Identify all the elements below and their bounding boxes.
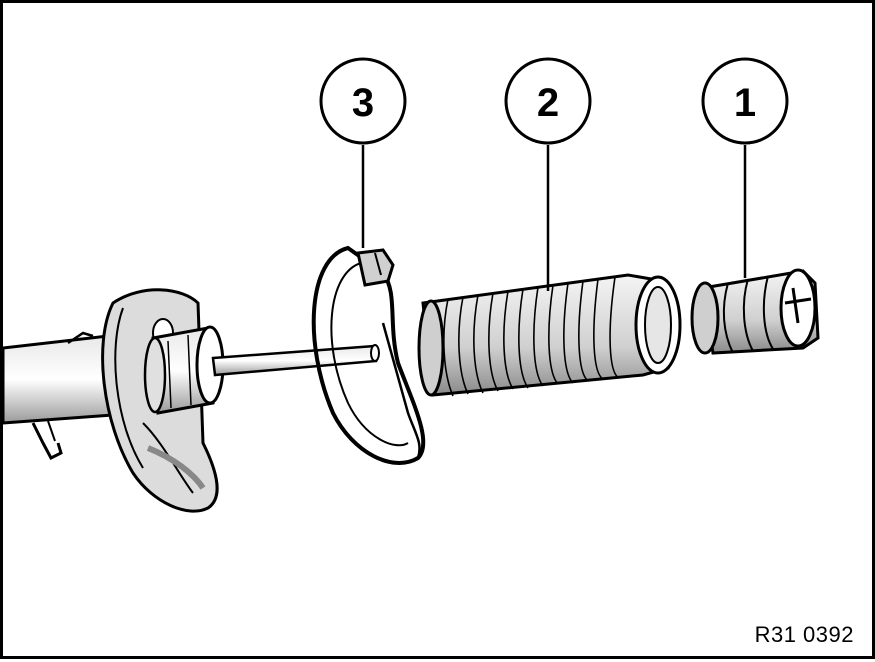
callout-1: 1: [701, 57, 789, 145]
strut-exploded-view: 3 2 1: [3, 57, 820, 513]
piston-rod: [211, 344, 380, 377]
figure-code: R31 0392: [754, 622, 854, 647]
callout-2-label: 2: [537, 81, 559, 125]
callout-3-label: 3: [352, 81, 374, 125]
strut-top-guide: [143, 325, 225, 415]
strut-tube: [3, 331, 115, 460]
callout-3: 3: [319, 57, 407, 145]
part-2-protective-boot: [417, 273, 682, 397]
part-3-spring-isolator: [311, 245, 426, 465]
callout-leaders: [361, 145, 747, 291]
callout-1-label: 1: [734, 81, 756, 125]
callout-2: 2: [504, 57, 592, 145]
part-1-bump-stop: [690, 268, 820, 355]
